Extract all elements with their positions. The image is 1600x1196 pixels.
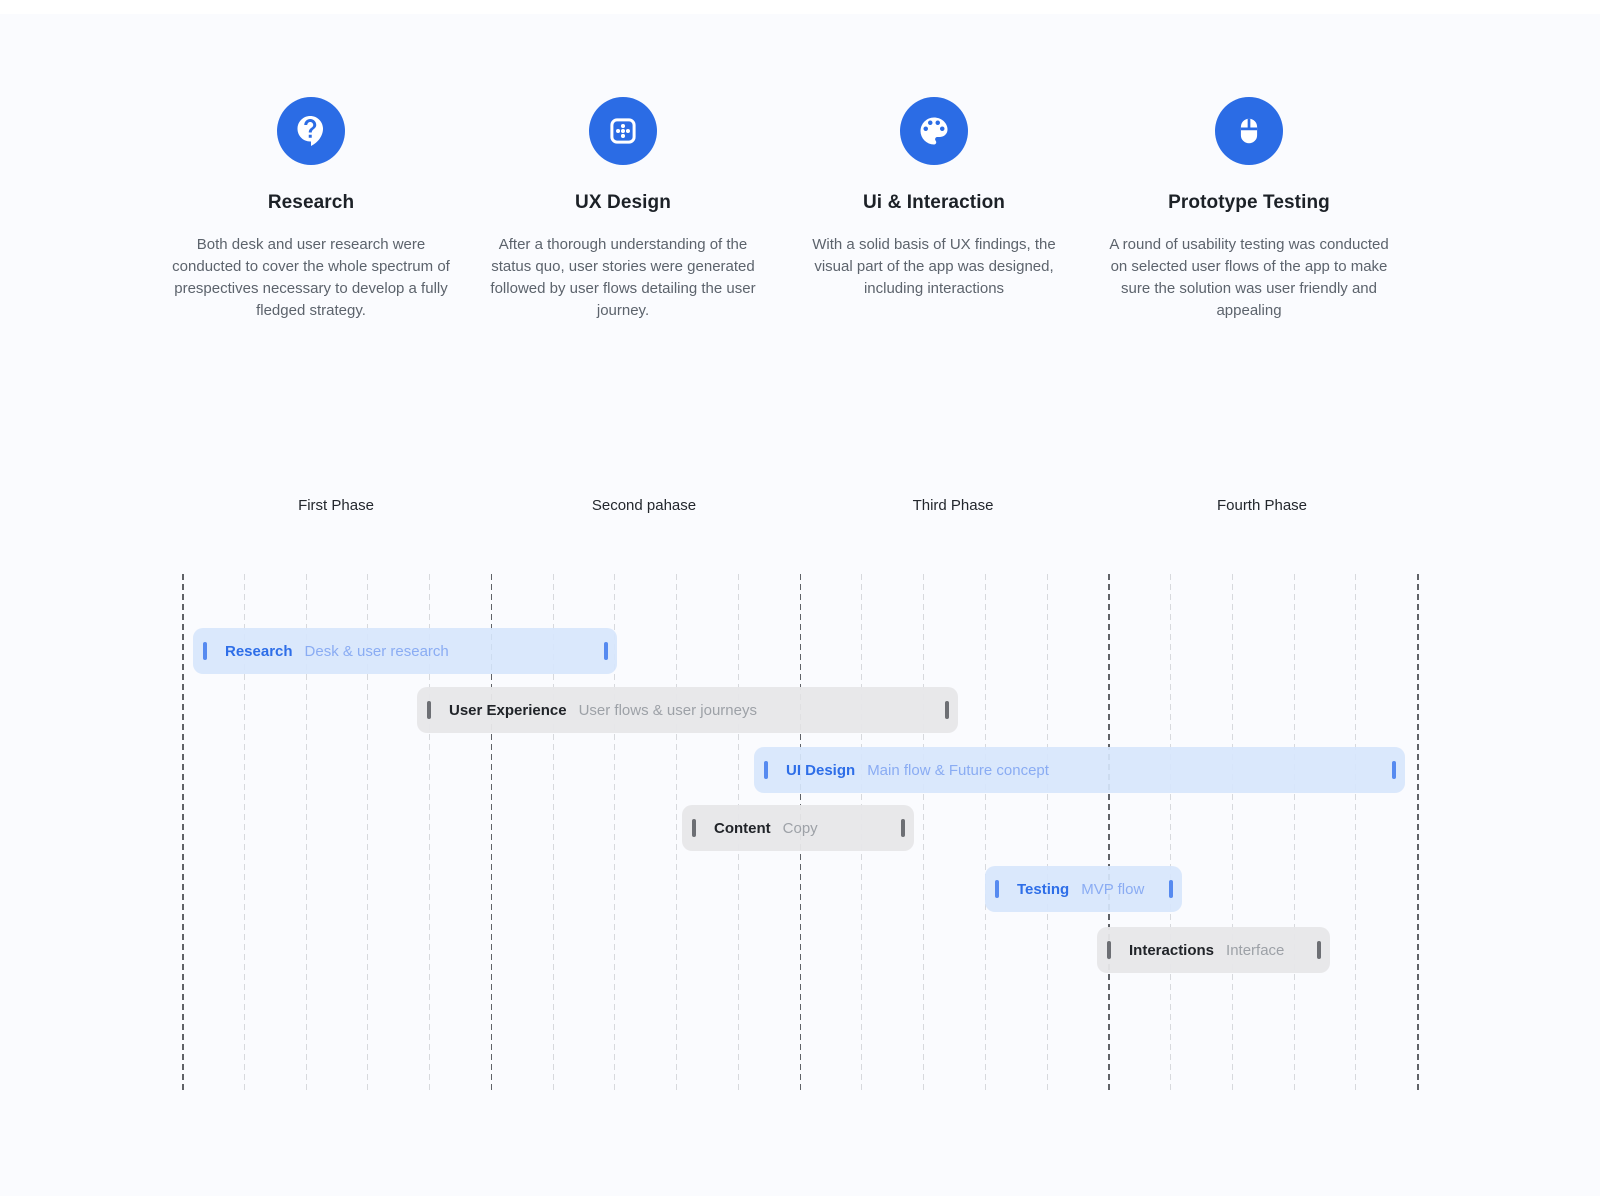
gantt-bar-research[interactable]: Research Desk & user research [193,628,617,674]
card-ux-design: UX Design After a thorough understanding… [473,97,773,322]
card-title: Ui & Interaction [862,192,1005,213]
phase-label-first: First Phase [298,497,374,514]
gantt-bar-ui-design[interactable]: UI Design Main flow & Future concept [754,747,1405,793]
drag-handle-right[interactable] [1317,941,1321,959]
gantt-grid: Research Desk & user research User Exper… [182,574,1419,1090]
phase-label-third: Third Phase [912,497,994,514]
bar-label: Testing [1017,880,1070,898]
drag-handle-right[interactable] [1169,880,1173,898]
question-bubble-icon [293,113,329,149]
bar-label: UI Design [786,761,856,779]
grid-line [1293,574,1295,1090]
bar-sublabel: Interface [1226,941,1285,959]
card-title: Research [267,192,355,213]
bar-sublabel: MVP flow [1081,880,1145,898]
phase-boundary-line [1417,574,1419,1090]
gantt-bar-user-experience[interactable]: User Experience User flows & user journe… [417,687,958,733]
card-description: After a thorough understanding of the st… [490,236,756,319]
gantt-bar-content[interactable]: Content Copy [682,805,914,851]
card-prototype-testing: Prototype Testing A round of usability t… [1099,97,1399,322]
phase-boundary-line [182,574,184,1090]
research-icon-circle [277,97,345,165]
bar-sublabel: User flows & user journeys [578,701,757,719]
grid-line [614,574,616,1090]
drag-handle-left[interactable] [692,819,696,837]
drag-handle-left[interactable] [203,642,207,660]
phase-boundary-line [1108,574,1110,1090]
card-title: UX Design [575,192,671,213]
grid-line [429,574,430,1090]
ui-icon-circle [900,97,968,165]
grid-line [305,574,307,1090]
dice-dots-icon [605,113,641,149]
drag-handle-right[interactable] [1392,761,1396,779]
grid-line [1170,574,1171,1090]
card-description: A round of usability testing was conduct… [1109,236,1389,319]
top-white-strip [0,0,1600,14]
bar-label: User Experience [449,701,567,719]
gantt-bar-interactions[interactable]: Interactions Interface [1097,927,1330,973]
drag-handle-left[interactable] [1107,941,1111,959]
gantt-bar-testing[interactable]: Testing MVP flow [985,866,1182,912]
card-description: With a solid basis of UX findings, the v… [812,236,1056,297]
phase-boundary-line [490,574,493,1090]
drag-handle-right[interactable] [604,642,608,660]
bar-label: Interactions [1129,941,1215,959]
grid-line [552,574,554,1090]
grid-line [1231,574,1233,1090]
drag-handle-left[interactable] [995,880,999,898]
grid-line [243,574,245,1090]
phase-label-second: Second pahase [591,497,697,514]
grid-line [367,574,369,1090]
palette-icon [916,113,952,149]
grid-line [923,574,924,1090]
phase-label-fourth: Fourth Phase [1216,497,1308,514]
bar-label: Content [714,819,771,837]
card-title: Prototype Testing [1168,192,1330,213]
grid-line [1355,574,1357,1090]
card-research: Research Both desk and user research wer… [161,97,461,322]
mouse-icon [1231,113,1267,149]
bar-sublabel: Main flow & Future concept [867,761,1049,779]
bar-sublabel: Copy [782,819,818,837]
testing-icon-circle [1215,97,1283,165]
drag-handle-right[interactable] [901,819,905,837]
card-description: Both desk and user research were conduct… [172,236,450,319]
drag-handle-right[interactable] [945,701,949,719]
bar-label: Research [225,642,293,660]
drag-handle-left[interactable] [764,761,768,779]
drag-handle-left[interactable] [427,701,431,719]
bar-sublabel: Desk & user research [304,642,449,660]
grid-line [1046,574,1048,1090]
grid-line [984,574,986,1090]
ux-icon-circle [589,97,657,165]
card-ui-interaction: Ui & Interaction With a solid basis of U… [784,97,1084,300]
grid-line [676,574,677,1090]
